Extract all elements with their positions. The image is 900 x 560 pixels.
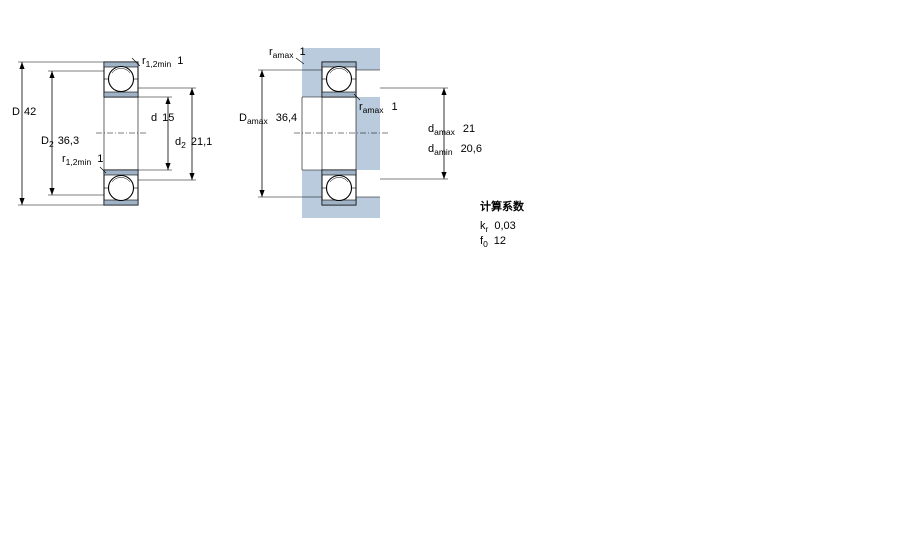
mounted-bearing-bottom xyxy=(321,169,357,206)
mounted-bearing-top xyxy=(321,61,357,98)
bearing-bottom-section xyxy=(103,169,139,206)
housing-section xyxy=(301,48,380,218)
calc-factors-title: 计算系数 xyxy=(480,199,525,213)
svg-text:d15: d15 xyxy=(151,112,174,124)
svg-text:D42: D42 xyxy=(12,106,36,118)
bearing-top-section xyxy=(103,61,139,98)
